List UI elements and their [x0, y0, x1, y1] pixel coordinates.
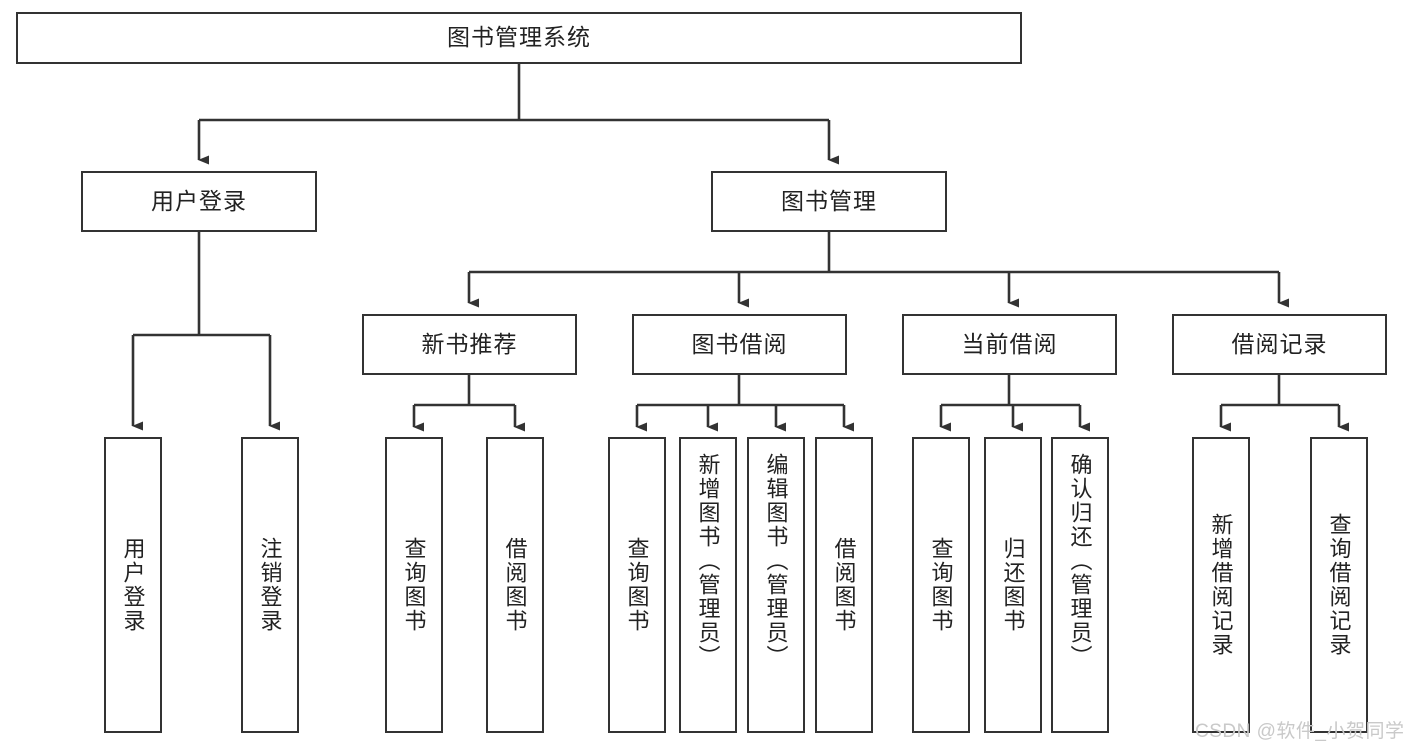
edges-borrow-to-leaves [635, 375, 854, 432]
leaf-node[interactable]: 注销登录 [241, 437, 299, 733]
node-user-login-label: 用户登录 [151, 187, 247, 214]
leaf-node[interactable]: 查询图书 [608, 437, 666, 733]
edges-new-book-to-leaves [412, 375, 525, 432]
node-root-label: 图书管理系统 [447, 24, 591, 51]
leaf-node-label: 查询图书 [928, 537, 954, 633]
node-book-management[interactable]: 图书管理 [711, 171, 947, 232]
leaf-node[interactable]: 借阅图书 [486, 437, 544, 733]
leaf-node[interactable]: 查询图书 [385, 437, 443, 733]
node-root[interactable]: 图书管理系统 [16, 12, 1022, 64]
leaf-node-label: 新增借阅记录 [1208, 513, 1234, 657]
node-borrow-record-label: 借阅记录 [1231, 330, 1328, 357]
leaf-node[interactable]: 新增借阅记录 [1192, 437, 1250, 733]
leaf-node-label: 用户登录 [120, 537, 146, 633]
leaf-node-label: 确认归还（管理员） [1067, 453, 1093, 669]
edges-root-to-level2 [197, 64, 839, 165]
leaf-node[interactable]: 新增图书（管理员） [679, 437, 737, 733]
leaf-node[interactable]: 用户登录 [104, 437, 162, 733]
leaf-node-label: 借阅图书 [831, 537, 857, 633]
edges-current-borrow-to-leaves [939, 375, 1090, 432]
node-user-login[interactable]: 用户登录 [81, 171, 317, 232]
edges-borrow-record-to-leaves [1219, 375, 1349, 432]
leaf-node-label: 新增图书（管理员） [695, 453, 721, 669]
leaf-node-label: 归还图书 [1000, 537, 1026, 633]
leaf-node-label: 借阅图书 [502, 537, 528, 633]
edges-book-mgmt-to-level3 [467, 232, 1289, 308]
csdn-watermark: CSDN @软件_小贺同学 [1195, 721, 1405, 742]
node-current-borrow[interactable]: 当前借阅 [902, 314, 1117, 375]
leaf-node-label: 查询图书 [401, 537, 427, 633]
leaf-node[interactable]: 归还图书 [984, 437, 1042, 733]
leaf-node-label: 注销登录 [257, 537, 283, 633]
leaf-node[interactable]: 借阅图书 [815, 437, 873, 733]
node-new-book-recommend[interactable]: 新书推荐 [362, 314, 577, 375]
leaf-node[interactable]: 查询图书 [912, 437, 970, 733]
node-new-book-recommend-label: 新书推荐 [421, 330, 518, 357]
leaf-node-label: 查询图书 [624, 537, 650, 633]
leaf-node-label: 查询借阅记录 [1326, 513, 1352, 657]
node-book-management-label: 图书管理 [781, 187, 877, 214]
node-book-borrow[interactable]: 图书借阅 [632, 314, 847, 375]
leaf-node[interactable]: 确认归还（管理员） [1051, 437, 1109, 733]
leaf-node-label: 编辑图书（管理员） [763, 453, 789, 669]
leaf-node[interactable]: 查询借阅记录 [1310, 437, 1368, 733]
edges-user-login-to-leaves [131, 232, 280, 431]
node-current-borrow-label: 当前借阅 [961, 330, 1058, 357]
leaf-node[interactable]: 编辑图书（管理员） [747, 437, 805, 733]
node-borrow-record[interactable]: 借阅记录 [1172, 314, 1387, 375]
node-book-borrow-label: 图书借阅 [691, 330, 788, 357]
